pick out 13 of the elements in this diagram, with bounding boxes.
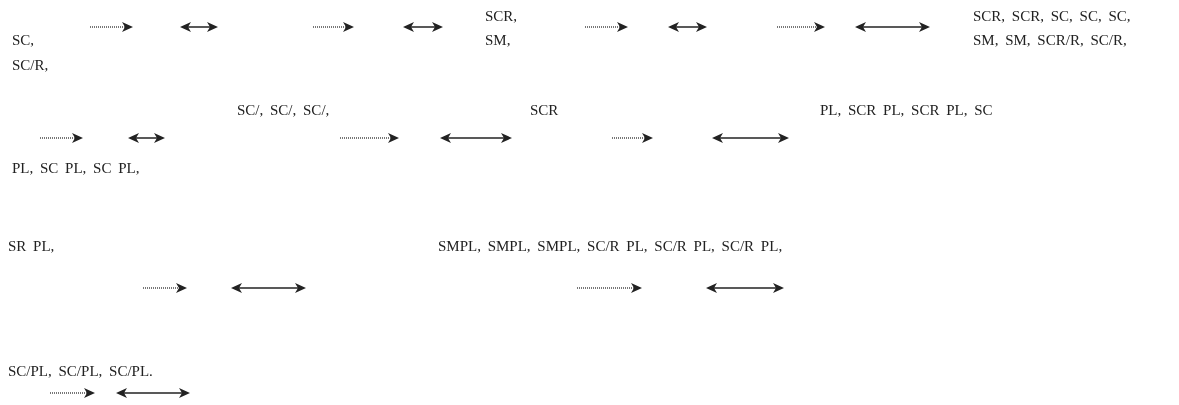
abbreviation-text: SMPL, SMPL, SMPL, SC/R PL, SC/R PL, SC/R PL, [438,237,783,256]
abbreviation-text: SC/, SC/, SC/, [237,101,330,120]
abbreviation-text: SC/PL, SC/PL, SC/PL. [8,362,153,381]
abbreviation-text: SCR [530,101,559,120]
abbreviation-text: PL, SCR PL, SCR PL, SC [820,101,993,120]
abbreviation-text: SCR, SCR, SC, SC, SC, [973,7,1131,26]
abbreviation-text: SC/R, [12,56,49,75]
abbreviation-text: SR PL, [8,237,55,256]
abbreviation-text: SC, [12,31,35,50]
abbreviation-text: SM, [485,31,511,50]
abbreviation-text: SCR, [485,7,518,26]
abbreviation-text: SM, SM, SCR/R, SC/R, [973,31,1127,50]
abbreviation-text: PL, SC PL, SC PL, [12,159,140,178]
